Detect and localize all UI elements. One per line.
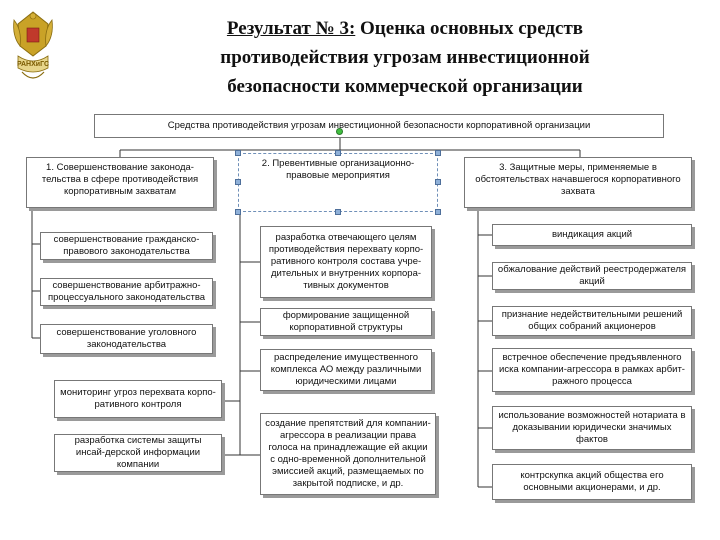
col2-item-3: распределение имущественного комплекса А… [260, 349, 432, 391]
resize-handle[interactable] [435, 150, 441, 156]
col3-item-2: обжалование действий реестродержателя ак… [492, 262, 692, 290]
col2-item-1: разработка отвечающего целям противодейс… [260, 226, 432, 298]
resize-handle[interactable] [235, 209, 241, 215]
title-line2: противодействия угрозам инвестиционной [220, 47, 590, 68]
top-box: Средства противодействия угрозам инвести… [94, 114, 664, 138]
col3-head: 3. Защитные меры, применяемые в обстояте… [464, 157, 692, 208]
col1-item-3: совершенствование уголовного законодател… [40, 324, 213, 354]
resize-handle[interactable] [335, 209, 341, 215]
col3-item-3: признание недействительными решений общи… [492, 306, 692, 336]
title-line3: безопасности коммерческой организации [227, 76, 583, 97]
resize-handle[interactable] [235, 150, 241, 156]
col3-item-5: использование возможностей нотариата в д… [492, 406, 692, 450]
slide-title: Результат № 3: Оценка основных средств п… [150, 14, 660, 101]
resize-handle[interactable] [435, 209, 441, 215]
col2-head[interactable]: 2. Превентивные организационно-правовые … [238, 153, 438, 212]
col1-head: 1. Совершенствование законода-тельства в… [26, 157, 214, 208]
col1-extra-2: разработка системы защиты инсай-дерской … [54, 434, 222, 472]
title-line1: Оценка основных средств [360, 18, 584, 39]
col3-item-4: встречное обеспечение предъявленного иск… [492, 348, 692, 392]
col3-item-6: контрскупка акций общества его основными… [492, 464, 692, 500]
col1-extra-1: мониторинг угроз перехвата корпо-ративно… [54, 380, 222, 418]
logo-text: РАНХиГС [17, 61, 49, 68]
col1-item-1: совершенствование гражданско-правового з… [40, 232, 213, 260]
col2-item-2: формирование защищенной корпоративной ст… [260, 308, 432, 336]
col3-item-1: виндикация акций [492, 224, 692, 246]
ranepa-emblem-logo: РАНХиГС [13, 11, 53, 79]
col2-item-4: создание препятствий для компании-агресс… [260, 413, 436, 495]
col1-item-2: совершенствование арбитражно-процессуаль… [40, 278, 213, 306]
resize-handle[interactable] [235, 179, 241, 185]
resize-handle[interactable] [435, 179, 441, 185]
resize-handle[interactable] [335, 150, 341, 156]
rotate-handle[interactable] [336, 128, 343, 135]
title-prefix: Результат № 3: [226, 18, 356, 39]
